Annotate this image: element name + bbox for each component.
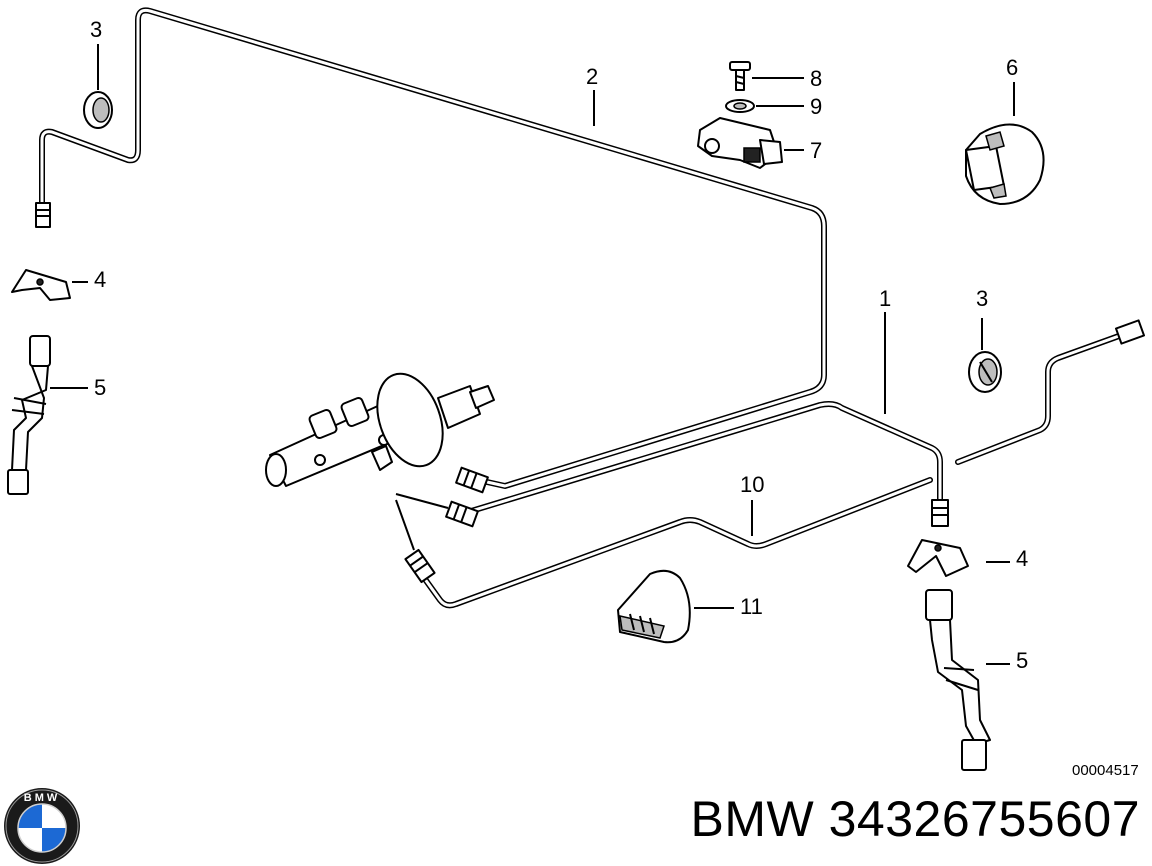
pipe-1-fitting — [931, 499, 949, 527]
pipe-clip-4-left — [11, 269, 71, 301]
pipe-holder-11 — [617, 569, 691, 644]
leader-lines — [50, 44, 1015, 665]
brake-pipe-2 — [35, 7, 827, 489]
callout-9: 9 — [810, 94, 822, 119]
callout-5-right: 5 — [1016, 648, 1028, 673]
brake-pipe-1 — [465, 319, 1146, 527]
brake-hose-5-right — [925, 589, 991, 771]
callout-4-left: 4 — [94, 267, 106, 292]
bmw-logo-icon: BMW — [4, 788, 80, 864]
callout-7: 7 — [810, 138, 822, 163]
screw-8 — [729, 61, 751, 91]
callout-5-left: 5 — [94, 375, 106, 400]
diagram-reference-code: 00004517 — [1072, 762, 1139, 779]
callout-2: 2 — [586, 64, 598, 89]
bmw-logo-lettering: BMW — [24, 792, 61, 804]
pipe-1-end-fitting — [1114, 319, 1146, 345]
callout-10: 10 — [740, 472, 764, 497]
callout-3-right: 3 — [976, 286, 988, 311]
grommet-3-right — [968, 351, 1002, 393]
master-cylinder — [265, 372, 495, 487]
callout-11: 11 — [740, 594, 763, 619]
callout-8: 8 — [810, 66, 822, 91]
pipe-clip-4-right — [907, 539, 969, 577]
grommet-3-left — [83, 91, 113, 129]
bracket-7 — [697, 117, 783, 169]
part-number-title: BMW 34326755607 — [690, 791, 1140, 847]
callout-6: 6 — [1006, 55, 1018, 80]
cover-6 — [965, 123, 1045, 205]
brake-hose-5-left — [7, 335, 51, 495]
washer-9 — [725, 99, 755, 113]
brake-pipe-10 — [419, 477, 933, 609]
callout-3-left: 3 — [90, 17, 102, 42]
pipe-fittings-master-side — [395, 466, 489, 584]
callout-4-right: 4 — [1016, 546, 1028, 571]
callout-1: 1 — [879, 286, 891, 311]
